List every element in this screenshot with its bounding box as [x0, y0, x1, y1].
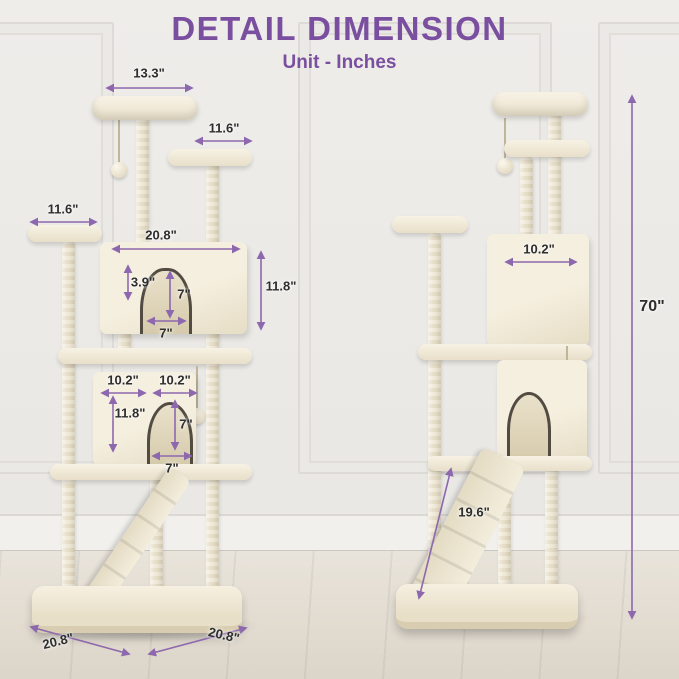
- dim-label-top-platform: 13.3": [133, 65, 165, 81]
- dim-label-lower-door-width: 7": [165, 460, 179, 476]
- base-board: [396, 584, 578, 629]
- hanging-ball-toy: [111, 162, 127, 178]
- dim-label-lower-width-left: 10.2": [107, 372, 139, 388]
- dim-label-condo-width: 20.8": [145, 227, 177, 243]
- upper-condo-side: [487, 234, 589, 346]
- middle-shelf: [418, 344, 592, 360]
- left-tree-top-post: [136, 110, 149, 250]
- dim-label-lower-condo-height: 11.8": [114, 405, 146, 421]
- dim-label-lower-door-height: 7": [179, 416, 193, 432]
- dim-label-lower-width-right: 10.2": [159, 372, 191, 388]
- dim-label-ramp-length: 19.6": [458, 504, 490, 520]
- header: DETAIL DIMENSION Unit - Inches: [0, 10, 679, 74]
- dim-label-door-offset: 3.9": [130, 274, 156, 290]
- right-tree-top-post: [548, 110, 561, 238]
- side-platform: [28, 225, 102, 242]
- dim-label-right-condo-width: 10.2": [523, 241, 555, 257]
- page-subtitle: Unit - Inches: [282, 52, 397, 73]
- toy-string: [504, 118, 506, 160]
- middle-shelf: [58, 348, 252, 364]
- dim-label-upper-platform: 11.6": [208, 120, 240, 136]
- top-perch-bed: [92, 96, 198, 120]
- lower-condo-door: [507, 392, 551, 463]
- toy-string: [118, 118, 120, 164]
- page-title: DETAIL DIMENSION: [171, 10, 508, 47]
- right-tree-post: [520, 156, 533, 236]
- dim-label-door-height: 7": [177, 286, 191, 302]
- side-platform: [392, 216, 468, 233]
- top-perch-bed: [492, 92, 588, 116]
- dim-label-condo-height: 11.8": [265, 278, 297, 294]
- dim-label-door-width: 7": [159, 325, 173, 341]
- dim-label-side-platform: 11.6": [47, 201, 79, 217]
- upper-platform: [168, 149, 252, 166]
- hanging-ball-toy: [497, 158, 513, 174]
- dim-label-total-height: 70": [639, 298, 665, 315]
- lower-shelf: [50, 464, 252, 480]
- baseboard: [0, 514, 679, 553]
- upper-platform: [504, 140, 590, 157]
- left-tree-post: [62, 240, 75, 592]
- toy-string: [196, 366, 198, 410]
- wall-panel-right: [598, 22, 679, 474]
